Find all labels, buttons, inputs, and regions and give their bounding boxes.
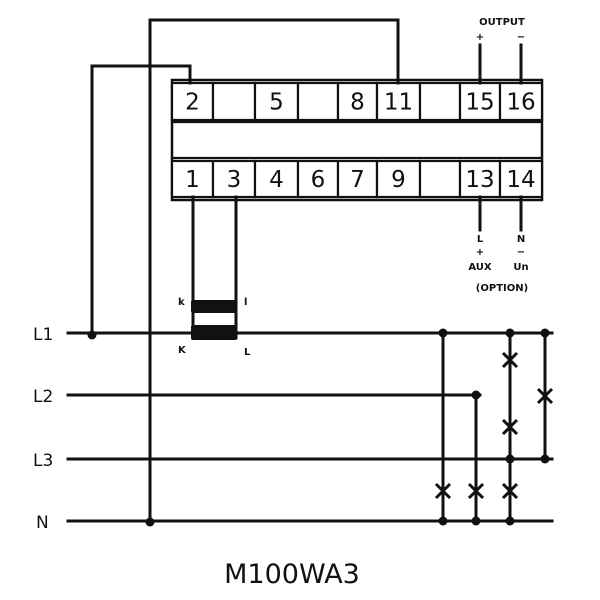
junction-dot [540, 454, 550, 464]
model-caption: M100WA3 [224, 559, 360, 590]
ct-l-big: L [244, 347, 251, 358]
junction-dot [471, 516, 481, 526]
terminal-3: 3 [227, 167, 242, 193]
terminal-6: 6 [311, 167, 326, 193]
terminal-7: 7 [350, 167, 365, 193]
terminal-cell [336, 159, 379, 199]
terminal-4: 4 [269, 167, 284, 193]
aux-minus: − [517, 247, 525, 258]
terminal-cell [418, 159, 462, 199]
terminal-cell [458, 159, 502, 199]
junction-dot [540, 328, 550, 338]
cross-marker [467, 482, 485, 500]
label-l3: L3 [33, 451, 53, 471]
terminal-cell [211, 81, 257, 122]
current-transformer-top [191, 300, 237, 313]
terminal-14: 14 [506, 167, 535, 193]
label-l2: L2 [33, 387, 53, 407]
junction-dot [87, 330, 97, 340]
terminal-1: 1 [185, 167, 200, 193]
top-terminal-row: 2 5 8 11 15 16 [170, 81, 544, 122]
ct-k-big: K [178, 345, 187, 356]
cross-marker [434, 482, 452, 500]
junction-dot [505, 328, 515, 338]
aux-l: L [477, 234, 484, 245]
terminal-8: 8 [350, 90, 365, 116]
terminal-cell [296, 81, 340, 122]
terminal-cell [498, 159, 544, 199]
aux-un: Un [513, 262, 528, 273]
terminal-5: 5 [269, 90, 284, 116]
ct-k-small: k [178, 297, 185, 308]
junction-dot [438, 328, 448, 338]
junction-dot [471, 390, 481, 400]
terminal-9: 9 [391, 167, 406, 193]
terminal-11: 11 [384, 90, 413, 116]
output-plus: + [476, 32, 484, 43]
terminal-cell [296, 159, 340, 199]
terminal-cell [458, 81, 502, 122]
aux-plus: + [476, 247, 484, 258]
junction-dot [438, 516, 448, 526]
wire-terminal-2 [90, 64, 192, 337]
cross-marker [501, 418, 519, 436]
terminal-cell [211, 159, 257, 199]
label-n: N [36, 513, 49, 533]
cross-marker [536, 387, 554, 405]
cross-marker [501, 482, 519, 500]
terminal-16: 16 [506, 90, 535, 116]
label-l1: L1 [33, 325, 53, 345]
terminal-cell [336, 81, 379, 122]
terminal-cell [253, 81, 300, 122]
terminal-15: 15 [465, 90, 494, 116]
terminal-2: 2 [185, 90, 200, 116]
junction-dot [505, 454, 515, 464]
aux-label: AUX [468, 262, 492, 273]
terminal-cell [498, 81, 544, 122]
wire-terminal-11 [148, 18, 400, 524]
junction-dot [505, 516, 515, 526]
aux-option: (OPTION) [476, 283, 528, 294]
output-label: OUTPUT [479, 17, 525, 28]
cross-marker [501, 351, 519, 369]
junction-dot [145, 517, 155, 527]
terminal-13: 13 [465, 167, 494, 193]
aux-n: N [517, 234, 525, 245]
ct-l-small: l [244, 297, 247, 308]
terminal-cell [418, 81, 462, 122]
output-minus: − [517, 32, 525, 43]
